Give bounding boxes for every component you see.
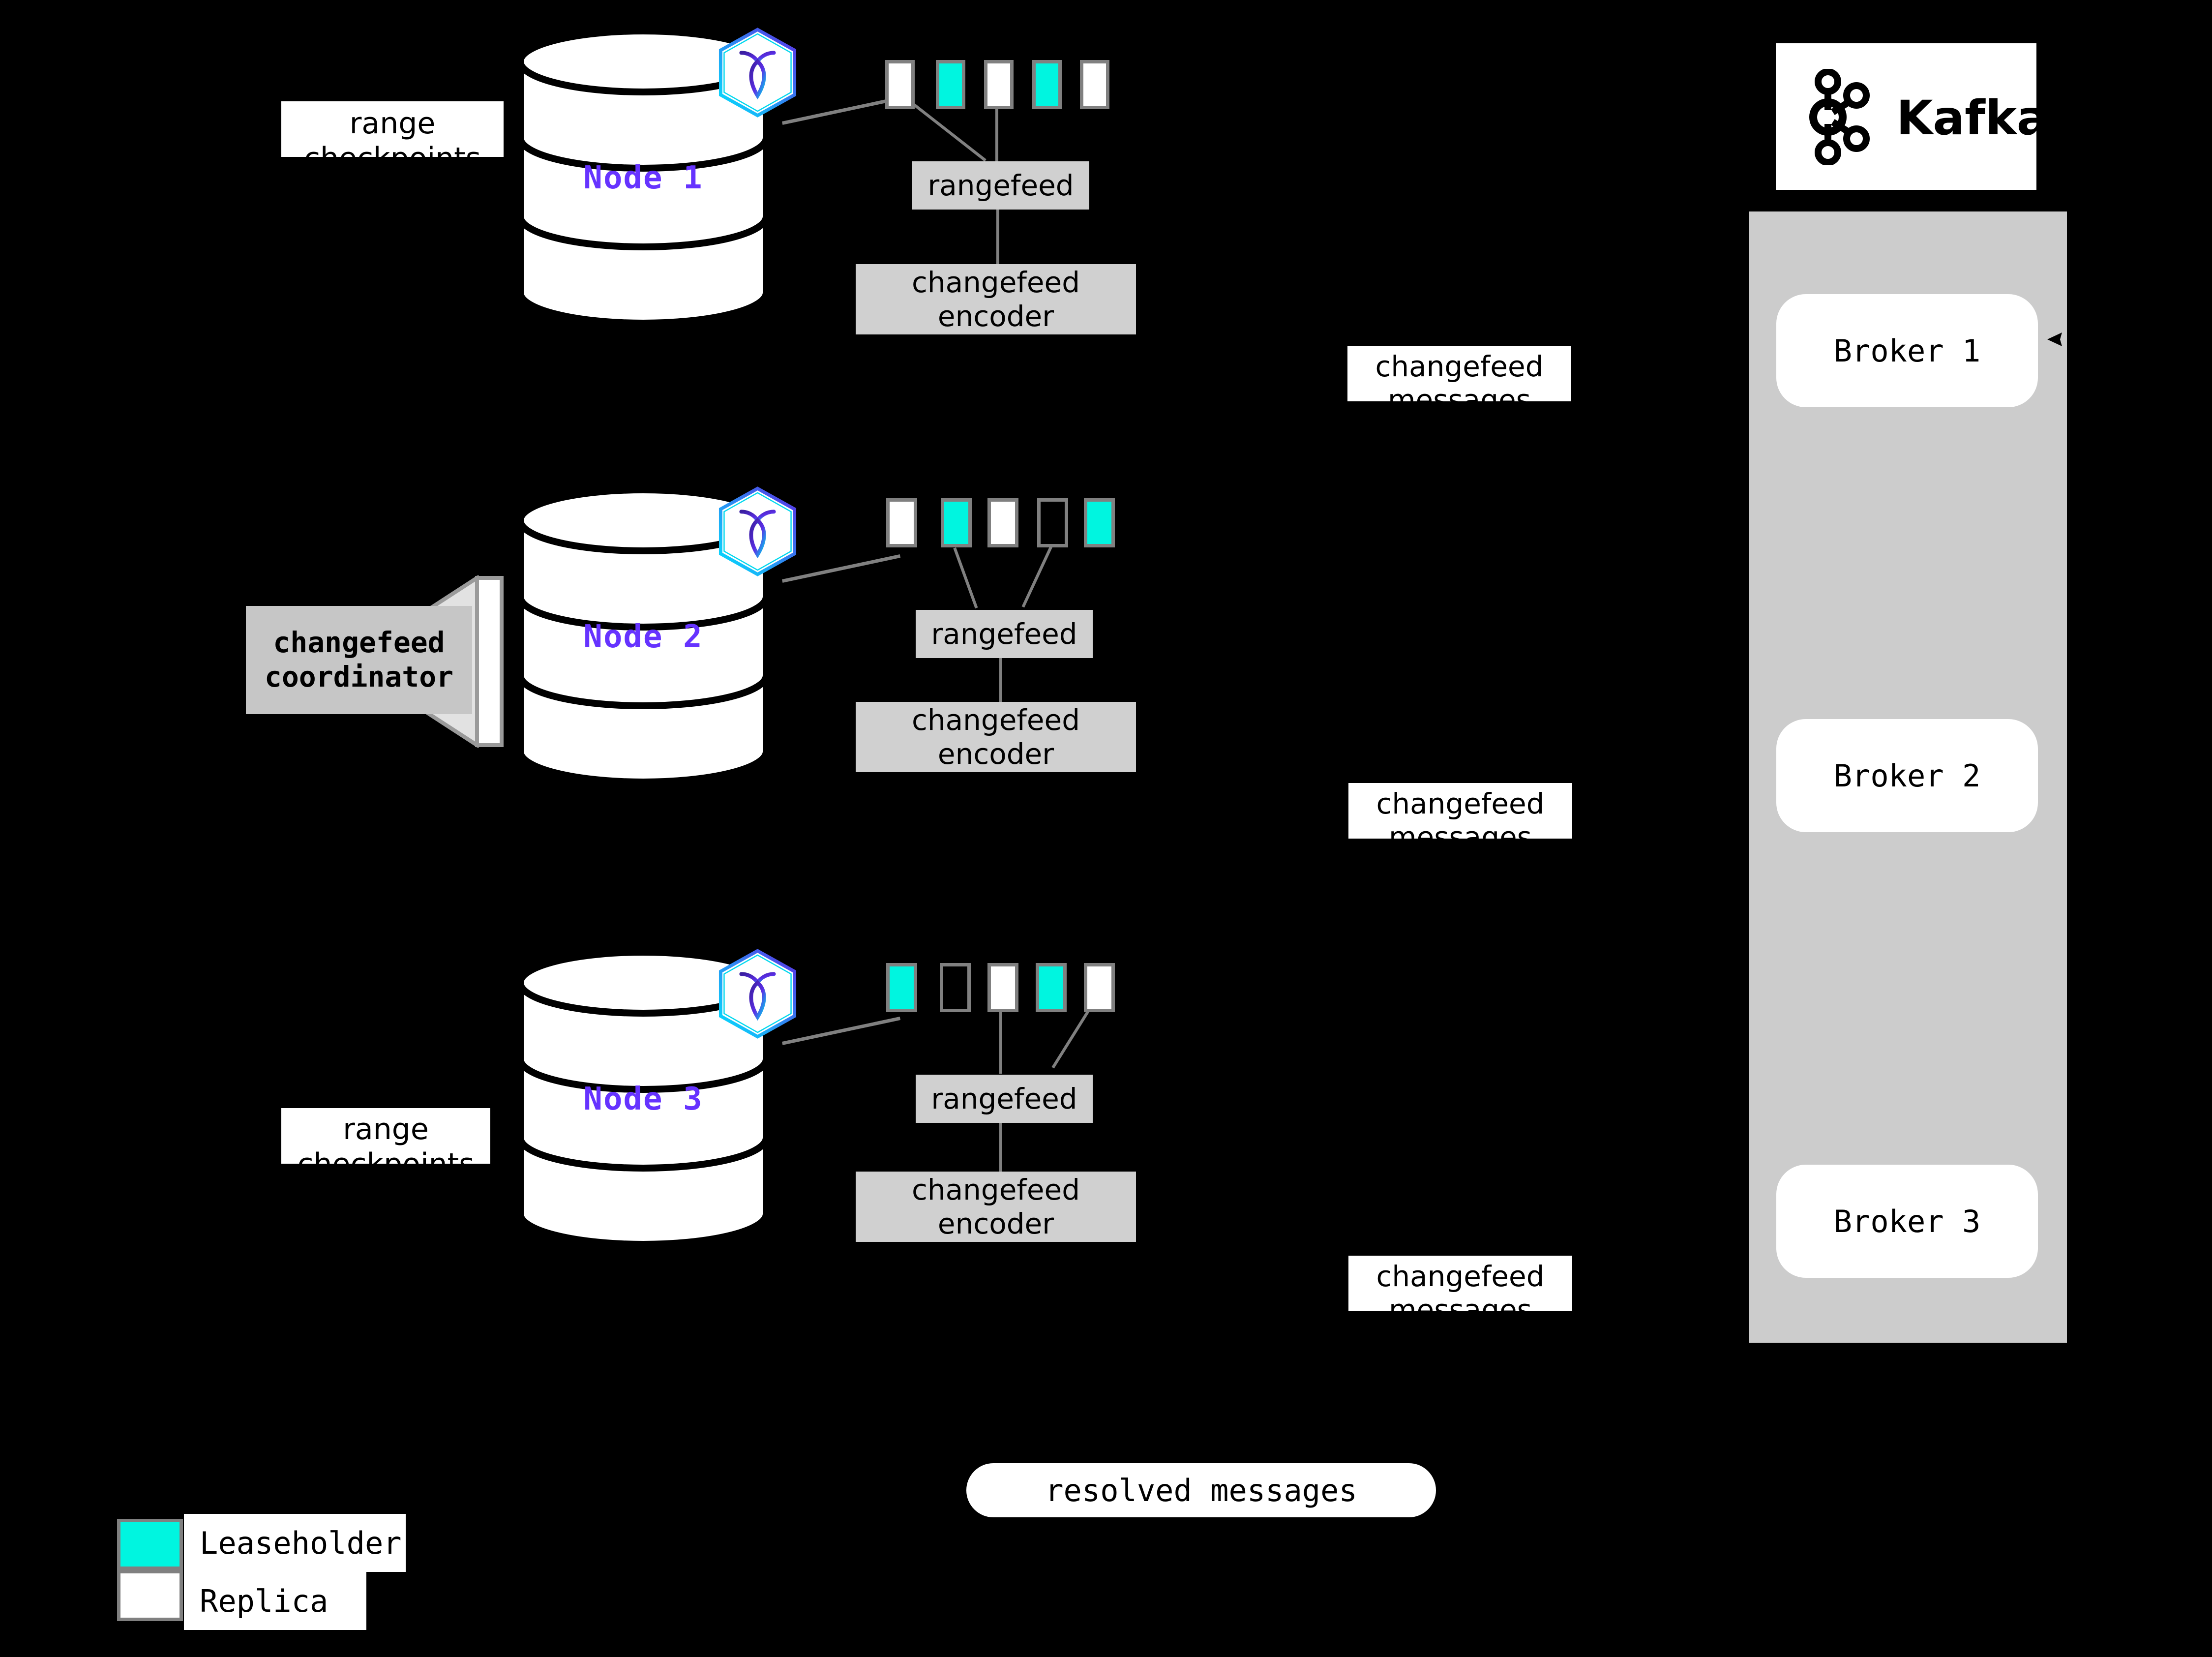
node-label-2: Node 2 [583, 619, 703, 655]
range-node3-0 [886, 963, 917, 1012]
changefeed-messages-3-line2: messages [1389, 1293, 1532, 1311]
changefeed-messages-3-line1: changefeed [1376, 1260, 1545, 1293]
kafka-logo-box: Kafka [1776, 43, 2049, 190]
node-cylinder-1-shape [517, 28, 770, 327]
changefeed-encoder-box-node1: changefeed encoder [856, 264, 1136, 334]
range-node2-0 [886, 498, 917, 547]
cockroachdb-logo-icon-node3 [715, 948, 801, 1039]
connector-node2-range1-rangefeed [953, 547, 978, 609]
changefeed-messages-label-2: changefeed messages [1348, 783, 1572, 839]
changefeed-messages-1-line1: changefeed [1375, 350, 1544, 383]
node-label-3: Node 3 [583, 1081, 703, 1117]
rangefeed-label-node1: rangefeed [927, 168, 1074, 202]
connector-node1-rangefeed-encoder [996, 210, 999, 265]
range-node2-4 [1084, 498, 1115, 547]
rangefeed-label-node2: rangefeed [931, 617, 1077, 651]
range-checkpoints-line2: checkpoints [281, 141, 504, 157]
resolved-messages-pill: resolved messages [966, 1463, 1436, 1517]
changefeed-encoder-line1-node2: changefeed [911, 703, 1080, 737]
range-node1-4 [1080, 60, 1109, 109]
range-node3-3 [1036, 963, 1067, 1012]
changefeed-encoder-box-node3: changefeed encoder [856, 1172, 1136, 1242]
cockroachdb-logo-icon-node2 [715, 486, 801, 577]
changefeed-encoder-line1-node3: changefeed [911, 1173, 1080, 1207]
kafka-inbound-arrow-icon [2047, 330, 2067, 349]
resolved-messages-label: resolved messages [1045, 1472, 1357, 1508]
connector-node2-range3-rangefeed [1021, 546, 1052, 608]
changefeed-coordinator: changefeed coordinator [246, 574, 521, 749]
range-node1-1 [936, 60, 965, 109]
legend-label-replica: Replica [184, 1572, 366, 1630]
changefeed-messages-label-3: changefeed messages [1348, 1256, 1572, 1311]
changefeed-messages-2-line2: messages [1389, 820, 1532, 839]
range-node2-2 [987, 498, 1018, 547]
broker-2-label: Broker 2 [1833, 757, 1981, 794]
connector-node3-range2-rangefeed [999, 1012, 1002, 1074]
broker-3[interactable]: Broker 3 [1776, 1165, 2038, 1278]
coordinator-line2: coordinator [264, 660, 454, 693]
range-checkpoints-line1: range [349, 106, 436, 141]
legend-swatch-replica [117, 1570, 183, 1621]
range-node2-3 [1037, 498, 1068, 547]
changefeed-encoder-line1-node1: changefeed [911, 266, 1080, 300]
cockroachdb-logo-icon-node1 [715, 27, 801, 118]
range-node3-1 [940, 963, 971, 1012]
kafka-wordmark: Kafka [1896, 90, 2049, 146]
kafka-logo-icon [1800, 68, 1874, 166]
kafka-logo-glyph [1809, 68, 1870, 166]
broker-1-label: Broker 1 [1833, 332, 1981, 369]
changefeed-encoder-line2-node1: encoder [937, 299, 1054, 333]
coordinator-box: changefeed coordinator [246, 606, 472, 714]
range-node3-4 [1084, 963, 1115, 1012]
node-label-1: Node 1 [583, 160, 703, 196]
changefeed-messages-label-1: changefeed messages [1347, 346, 1571, 401]
broker-2[interactable]: Broker 2 [1776, 719, 2038, 832]
range-checkpoints-node3-line2: checkpoints [281, 1147, 490, 1164]
range-node3-2 [987, 963, 1018, 1012]
rangefeed-box-node1: rangefeed [912, 161, 1089, 210]
changefeed-encoder-line2-node3: encoder [937, 1206, 1054, 1240]
coordinator-line1: changefeed [273, 626, 445, 660]
connector-node1-range2-rangefeed [995, 109, 998, 166]
broker-1[interactable]: Broker 1 [1776, 294, 2038, 407]
range-checkpoints-label-node3: range checkpoints [281, 1108, 490, 1164]
changefeed-encoder-line2-node2: encoder [937, 737, 1054, 771]
rangefeed-box-node3: rangefeed [916, 1075, 1093, 1123]
changefeed-messages-1-line2: messages [1388, 383, 1531, 401]
legend-swatch-leaseholder [117, 1519, 183, 1570]
connector-node3-range4-rangefeed [1051, 1010, 1089, 1069]
changefeed-messages-2-line1: changefeed [1376, 787, 1545, 820]
rangefeed-label-node3: rangefeed [931, 1082, 1077, 1115]
range-node1-2 [984, 60, 1014, 109]
changefeed-encoder-box-node2: changefeed encoder [856, 702, 1136, 772]
connector-node1-range0-rangefeed [913, 103, 986, 162]
range-node2-1 [941, 498, 972, 547]
rangefeed-box-node2: rangefeed [916, 610, 1093, 658]
range-checkpoints-label-node1: range checkpoints [281, 101, 504, 157]
node-cylinder-1: Node 1 [515, 27, 771, 327]
range-node1-0 [885, 60, 915, 109]
broker-3-label: Broker 3 [1833, 1203, 1981, 1239]
connector-node3-rangefeed-encoder [999, 1123, 1002, 1178]
range-checkpoints-node3-line1: range [343, 1112, 429, 1146]
legend-label-leaseholder: Leaseholder [184, 1514, 406, 1572]
range-node1-3 [1032, 60, 1062, 109]
